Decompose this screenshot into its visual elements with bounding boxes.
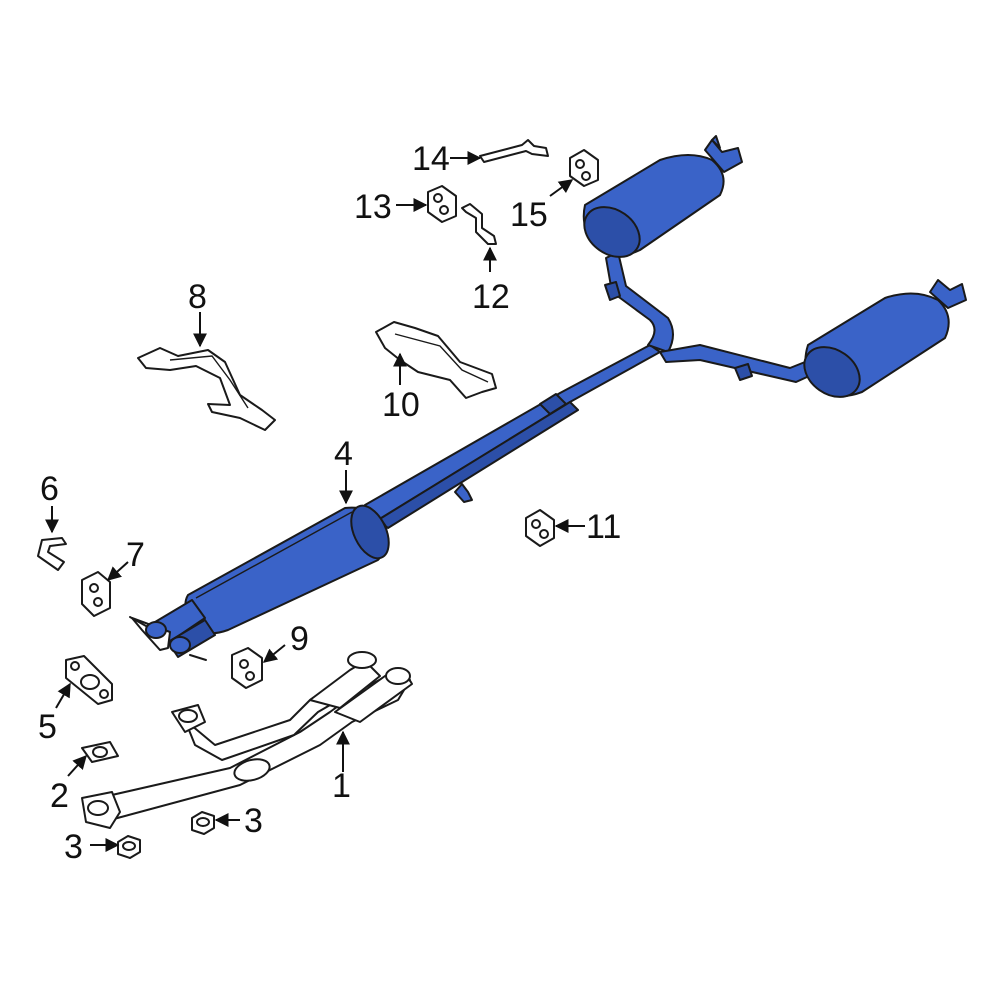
gasket-part-5[interactable] (65, 655, 113, 705)
leader-15 (549, 179, 574, 197)
callout-6: 6 (40, 470, 59, 508)
insulator-part-9[interactable] (231, 647, 263, 689)
callout-7: 7 (126, 536, 145, 574)
callout-10: 10 (382, 386, 420, 424)
leader-9 (262, 644, 286, 663)
callout-9: 9 (290, 620, 309, 658)
callout-3-lower: 3 (64, 828, 83, 866)
hanger-rod-part-14[interactable] (479, 139, 549, 163)
callout-leaders (45, 151, 585, 852)
callout-15: 15 (510, 196, 548, 234)
callout-1: 1 (332, 767, 351, 805)
callout-2: 2 (50, 777, 69, 815)
callout-5: 5 (38, 708, 57, 746)
insulator-part-11[interactable] (525, 509, 555, 547)
insulator-part-13[interactable] (427, 185, 457, 223)
leader-7 (106, 561, 129, 581)
callout-13: 13 (354, 188, 392, 226)
gasket-part-2[interactable] (81, 741, 119, 763)
nut-part-3-lower[interactable] (117, 835, 141, 859)
callout-11: 11 (586, 508, 621, 546)
callout-8: 8 (188, 278, 207, 316)
front-exhaust-pipe-part-1[interactable] (81, 651, 413, 829)
callout-12: 12 (472, 278, 510, 316)
callout-labels: 1 2 3 3 4 5 6 7 8 9 10 11 12 13 14 15 (38, 140, 621, 866)
leader-5 (55, 682, 71, 709)
callout-14: 14 (412, 140, 450, 178)
nut-part-3-upper[interactable] (191, 811, 215, 835)
insulator-part-15[interactable] (569, 149, 599, 187)
callout-4: 4 (334, 435, 353, 473)
callout-3-upper: 3 (244, 802, 263, 840)
hanger-rod-part-6[interactable] (37, 537, 67, 571)
insulator-part-7[interactable] (81, 571, 111, 617)
leader-2 (67, 754, 87, 777)
bracket-part-8[interactable] (137, 347, 276, 431)
hanger-part-12[interactable] (461, 203, 497, 245)
muffler-and-pipe-assembly[interactable] (129, 135, 967, 661)
